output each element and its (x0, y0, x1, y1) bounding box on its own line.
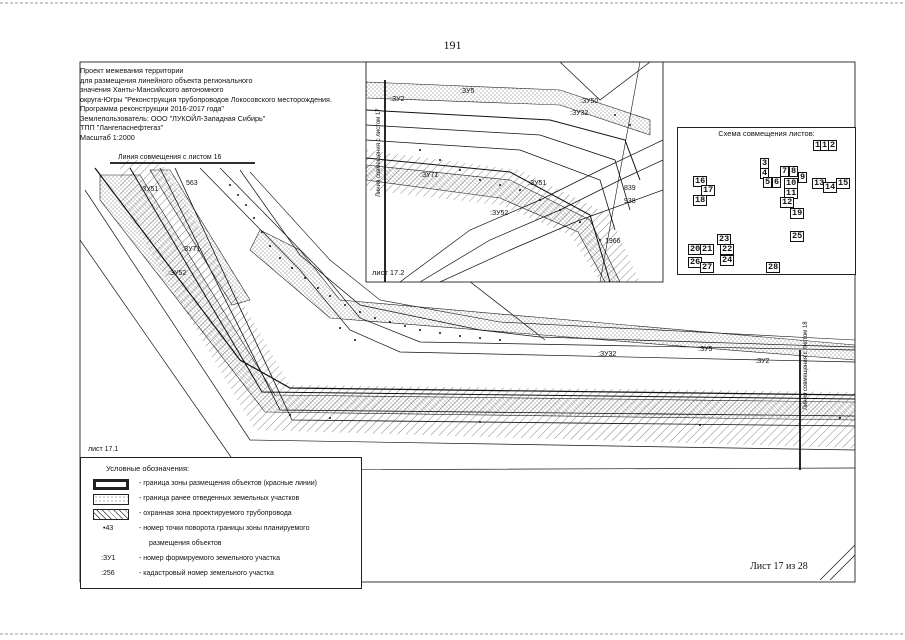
title-line: округа-Югры "Реконструкция трубопроводов… (80, 94, 332, 104)
plot-label-zu2: :ЗУ2 (755, 358, 770, 365)
inset-plot-zu2: :ЗУ2 (390, 96, 405, 103)
pipeline-route-2 (249, 171, 855, 341)
sheet-layout-scheme: Схема совмещения листов: 1 1 2 3 4 5 6 7… (677, 127, 856, 275)
plot-label-zu52: :ЗУ52 (168, 270, 187, 277)
title-line: Проект межевания территории (80, 66, 184, 75)
inset-plot-zu51: :ЗУ51 (528, 180, 547, 187)
plot-label-zu5: :ЗУ5 (698, 346, 713, 353)
scheme-cell[interactable]: 27 (700, 262, 715, 273)
scheme-cell[interactable]: 24 (720, 255, 735, 266)
pipeline-route (239, 169, 855, 348)
scheme-cell[interactable]: 25 (790, 231, 805, 242)
red-line-3 (159, 167, 855, 417)
turning-points (229, 184, 841, 426)
scheme-cell[interactable]: 23 (717, 234, 732, 245)
red-line-7 (84, 189, 855, 451)
red-line-2 (129, 167, 855, 400)
inset-plot-zu32: :ЗУ32 (570, 110, 589, 117)
scheme-cell[interactable]: 28 (766, 262, 781, 273)
allotted-plot-a (99, 174, 855, 421)
scheme-cell[interactable]: 15 (836, 178, 851, 189)
inset-plot-zu52: :ЗУ52 (490, 210, 509, 217)
legend-item: размещения объектов (149, 540, 222, 547)
scheme-cell[interactable]: 12 (780, 197, 795, 208)
scheme-cell[interactable]: 21 (700, 244, 715, 255)
page-number: 191 (443, 38, 462, 52)
match-line-right-label: Линия совмещения с листом 18 (803, 321, 809, 410)
red-line-1 (94, 167, 855, 396)
plot-label-zu32: :ЗУ32 (598, 351, 617, 358)
title-line: ТПП "Лангепаснефтегаз" (80, 123, 164, 132)
scheme-cell[interactable]: 16 (693, 176, 708, 187)
scheme-cell[interactable]: 18 (693, 195, 708, 206)
legend-item: - граница ранее отведенных земельных уча… (139, 495, 300, 502)
legend-item: - граница зоны размещения объектов (крас… (139, 480, 318, 487)
red-line-5 (199, 167, 855, 363)
scheme-cell[interactable]: 2 (828, 140, 838, 151)
sheet-caption: Лист 17 из 28 (750, 561, 808, 572)
title-line: Масштаб 1:2000 (80, 132, 135, 142)
inset-plot-zu5: :ЗУ5 (460, 88, 475, 95)
sheet-label-main: лист 17.1 (88, 446, 119, 453)
legend-point-sample: •43 (103, 525, 114, 532)
red-line-4 (174, 167, 855, 427)
scheme-cell[interactable]: 22 (720, 244, 735, 255)
legend-red-line-symbol (93, 479, 129, 490)
title-line: значения Ханты-Мансийского автономного (80, 85, 224, 94)
point-label-563: 563 (186, 180, 198, 187)
inset-allotted-top (366, 81, 651, 136)
sheet-label-inset: лист 17.2 (372, 268, 405, 277)
scheme-cell[interactable]: 19 (790, 208, 805, 219)
plot-label-zu71: :ЗУ71 (182, 246, 201, 253)
inset-map-content (366, 62, 663, 282)
inset-cad-839: 839 (624, 185, 636, 192)
legend-title: Условные обозначения: (106, 464, 190, 473)
inset-plot-zu50: :ЗУ50 (580, 98, 599, 105)
match-line-top-label: Линия совмещения с листом 16 (118, 154, 222, 161)
inset-cad-938: 938 (624, 198, 636, 205)
inset-cad-1966: 1966 (605, 238, 621, 245)
scheme-cell[interactable]: 8 (789, 166, 799, 177)
legend-cad-sample: :256 (101, 570, 115, 577)
legend: Условные обозначения: - граница зоны раз… (80, 457, 362, 589)
plot-label-zu51: :ЗУ51 (140, 186, 159, 193)
title-block: Проект межевания территории для размещен… (80, 66, 365, 142)
scheme-cell[interactable]: 9 (798, 172, 808, 183)
allotted-plot-c (249, 229, 855, 361)
inset-plot-zu71: :ЗУ71 (420, 172, 439, 179)
legend-point-number: 43 (105, 525, 114, 532)
title-line: для размещения линейного объекта региона… (80, 75, 253, 85)
legend-zu-sample: :ЗУ1 (101, 555, 116, 562)
inset-match-line-label: Линия совмещения с листом 17 (376, 108, 382, 197)
legend-item: - номер формируемого земельного участка (139, 555, 280, 562)
title-line: Землепользователь: ООО "ЛУКОЙЛ-Западная … (80, 113, 266, 123)
legend-item: - номер точки поворота границы зоны план… (139, 525, 310, 532)
inset-allotted-mid (366, 164, 621, 282)
main-map-content (80, 160, 855, 580)
title-line: Программа реконструкции 2016-2017 года" (80, 104, 224, 113)
scheme-cell[interactable]: 7 (780, 166, 790, 177)
legend-allotted-symbol (93, 494, 129, 505)
legend-item: - кадастровый номер земельного участка (139, 570, 274, 577)
legend-item: - охранная зона проектируемого трубопров… (139, 510, 292, 517)
scheme-cell[interactable]: 17 (701, 185, 716, 196)
allotted-plot-b (149, 169, 251, 306)
scheme-cell[interactable]: 6 (772, 177, 782, 188)
scheme-title: Схема совмещения листов: (718, 129, 815, 138)
scheme-cell[interactable]: 5 (763, 177, 773, 188)
legend-protection-symbol (93, 509, 129, 520)
